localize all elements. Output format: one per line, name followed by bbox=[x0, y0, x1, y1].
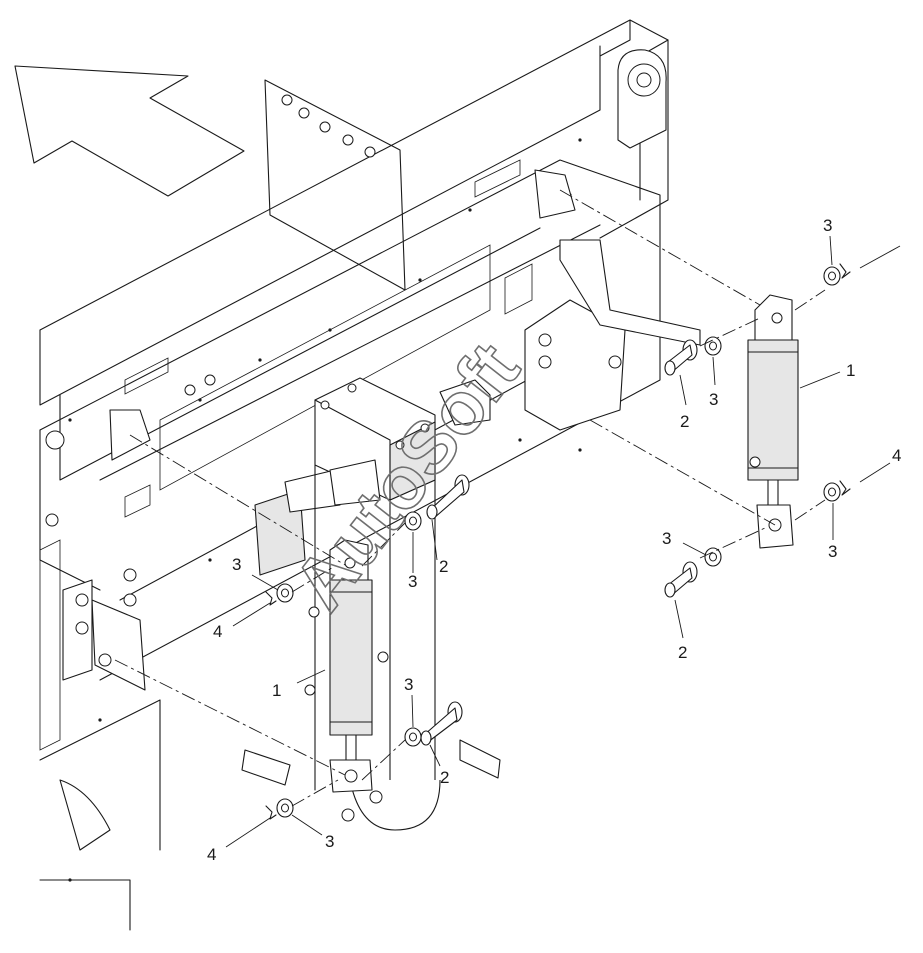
callout-3: 3 bbox=[662, 529, 671, 548]
bracket-plates bbox=[62, 169, 701, 691]
callout-1: 1 bbox=[846, 361, 855, 380]
callout-3: 3 bbox=[232, 555, 241, 574]
clip-icon bbox=[265, 591, 277, 606]
hydraulic-cylinder-right bbox=[747, 294, 799, 549]
leader-lines bbox=[225, 235, 901, 848]
pin-icon bbox=[420, 701, 463, 746]
central-gearbox bbox=[241, 377, 501, 831]
washer-icon bbox=[704, 336, 722, 356]
pin-icon bbox=[426, 474, 470, 520]
pin-icon bbox=[664, 339, 698, 376]
callout-3: 3 bbox=[709, 390, 718, 409]
callout-labels: 1 1 2 2 2 2 3 3 3 3 3 3 3 3 4 4 4 bbox=[207, 216, 901, 864]
callout-3: 3 bbox=[823, 216, 832, 235]
callout-3: 3 bbox=[325, 832, 334, 851]
assembly-lines bbox=[114, 189, 826, 807]
callout-2: 2 bbox=[439, 557, 448, 576]
clip-icon bbox=[265, 805, 277, 820]
washer-icon bbox=[276, 583, 294, 603]
washer-icon bbox=[823, 482, 841, 502]
callout-2: 2 bbox=[440, 768, 449, 787]
callout-4: 4 bbox=[892, 446, 901, 465]
clip-icon bbox=[839, 480, 851, 496]
washer-icon bbox=[276, 798, 294, 818]
washer-icon bbox=[704, 547, 722, 567]
callout-4: 4 bbox=[213, 622, 222, 641]
direction-arrow-icon bbox=[14, 65, 245, 197]
callout-2: 2 bbox=[680, 412, 689, 431]
callout-3: 3 bbox=[404, 675, 413, 694]
hydraulic-cylinder-left bbox=[329, 539, 373, 793]
callout-1: 1 bbox=[272, 681, 281, 700]
clip-icon bbox=[839, 263, 851, 279]
callout-3: 3 bbox=[408, 572, 417, 591]
callout-4: 4 bbox=[207, 845, 216, 864]
washer-icon bbox=[823, 266, 841, 286]
pin-icon bbox=[664, 561, 698, 598]
callout-2: 2 bbox=[678, 643, 687, 662]
hardware bbox=[265, 263, 851, 820]
washer-icon bbox=[404, 511, 422, 531]
washer-icon bbox=[404, 727, 422, 747]
callout-3: 3 bbox=[828, 542, 837, 561]
